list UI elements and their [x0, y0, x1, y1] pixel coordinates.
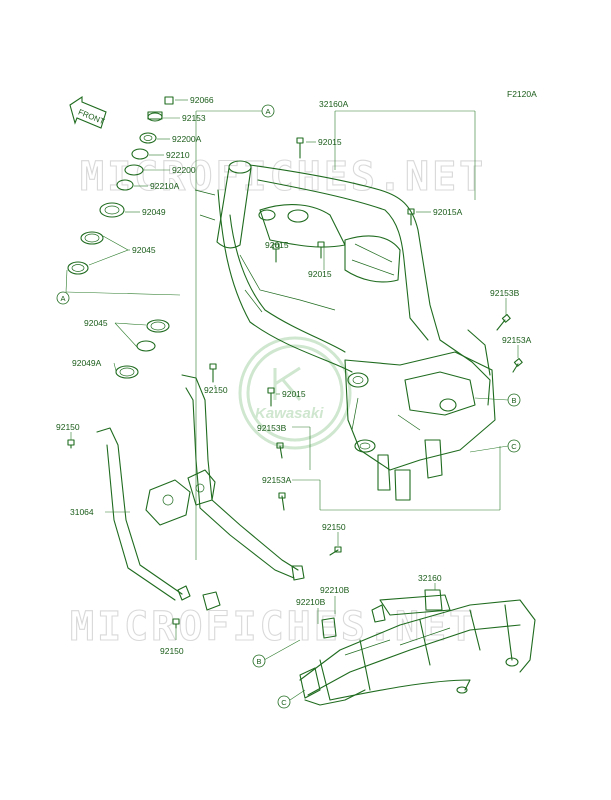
label-92015-l: 92015 [265, 240, 289, 250]
callout-a-left: A [56, 291, 70, 305]
label-92210: 92210 [166, 150, 190, 160]
callout-a-frame: A [261, 104, 275, 118]
label-92200a: 92200A [172, 134, 202, 144]
label-92049: 92049 [142, 207, 166, 217]
label-92150-upper: 92150 [204, 385, 228, 395]
label-92153a-right: 92153A [502, 335, 532, 345]
stack-leaders [65, 99, 188, 372]
label-92049a: 92049A [72, 358, 102, 368]
rear-frame-32160 [299, 589, 536, 706]
steering-parts-stack [67, 96, 174, 379]
front-arrow-icon: FRONT [69, 95, 107, 129]
right-bolts [496, 313, 523, 373]
frame-32160a-leaders [195, 110, 476, 560]
callout-c-frame: C [507, 439, 521, 453]
label-92150-left: 92150 [56, 422, 80, 432]
label-31064: 31064 [70, 507, 94, 517]
left-lower-bolts [276, 442, 286, 511]
label-92210a: 92210A [150, 181, 180, 191]
label-92066: 92066 [190, 95, 214, 105]
label-92150-bottom: 92150 [160, 646, 184, 656]
callout-c-rear: C [277, 695, 291, 709]
label-92015a: 92015A [433, 207, 463, 217]
label-92015-r: 92015 [308, 269, 332, 279]
svg-text:C: C [511, 442, 517, 451]
label-92210b-a: 92210B [320, 585, 350, 595]
frame-bolts [267, 137, 415, 407]
svg-text:A: A [60, 294, 65, 303]
engine-bracket-31064 [96, 374, 305, 611]
label-32160: 32160 [418, 573, 442, 583]
label-92045-mid: 92045 [84, 318, 108, 328]
label-92045-top: 92045 [132, 245, 156, 255]
svg-text:B: B [256, 657, 261, 666]
main-frame-32160a [194, 160, 496, 501]
logo-text: Kawasaki [255, 405, 324, 422]
figure-code: F2120A [507, 89, 537, 99]
label-32160a: 32160A [319, 99, 349, 109]
label-92153b-right: 92153B [490, 288, 520, 298]
label-92153-top: 92153 [182, 113, 206, 123]
label-92015-top: 92015 [318, 137, 342, 147]
watermark-bottom: MICROFICHES.NET [70, 604, 476, 650]
svg-text:A: A [265, 107, 270, 116]
label-92210b-b: 92210B [296, 597, 326, 607]
watermark-top: MICROFICHES.NET [80, 154, 486, 200]
label-92015-mid: 92015 [282, 389, 306, 399]
kawasaki-logo: Kawasaki [238, 336, 352, 450]
label-92150-right: 92150 [322, 522, 346, 532]
callout-b-rear: B [252, 654, 266, 668]
bolts-92150 [67, 363, 342, 629]
label-92200: 92200 [172, 165, 196, 175]
callout-b-frame: B [507, 393, 521, 407]
label-92153b-left: 92153B [257, 423, 287, 433]
label-92153a-left: 92153A [262, 475, 292, 485]
svg-text:C: C [281, 698, 287, 707]
svg-text:B: B [511, 396, 516, 405]
